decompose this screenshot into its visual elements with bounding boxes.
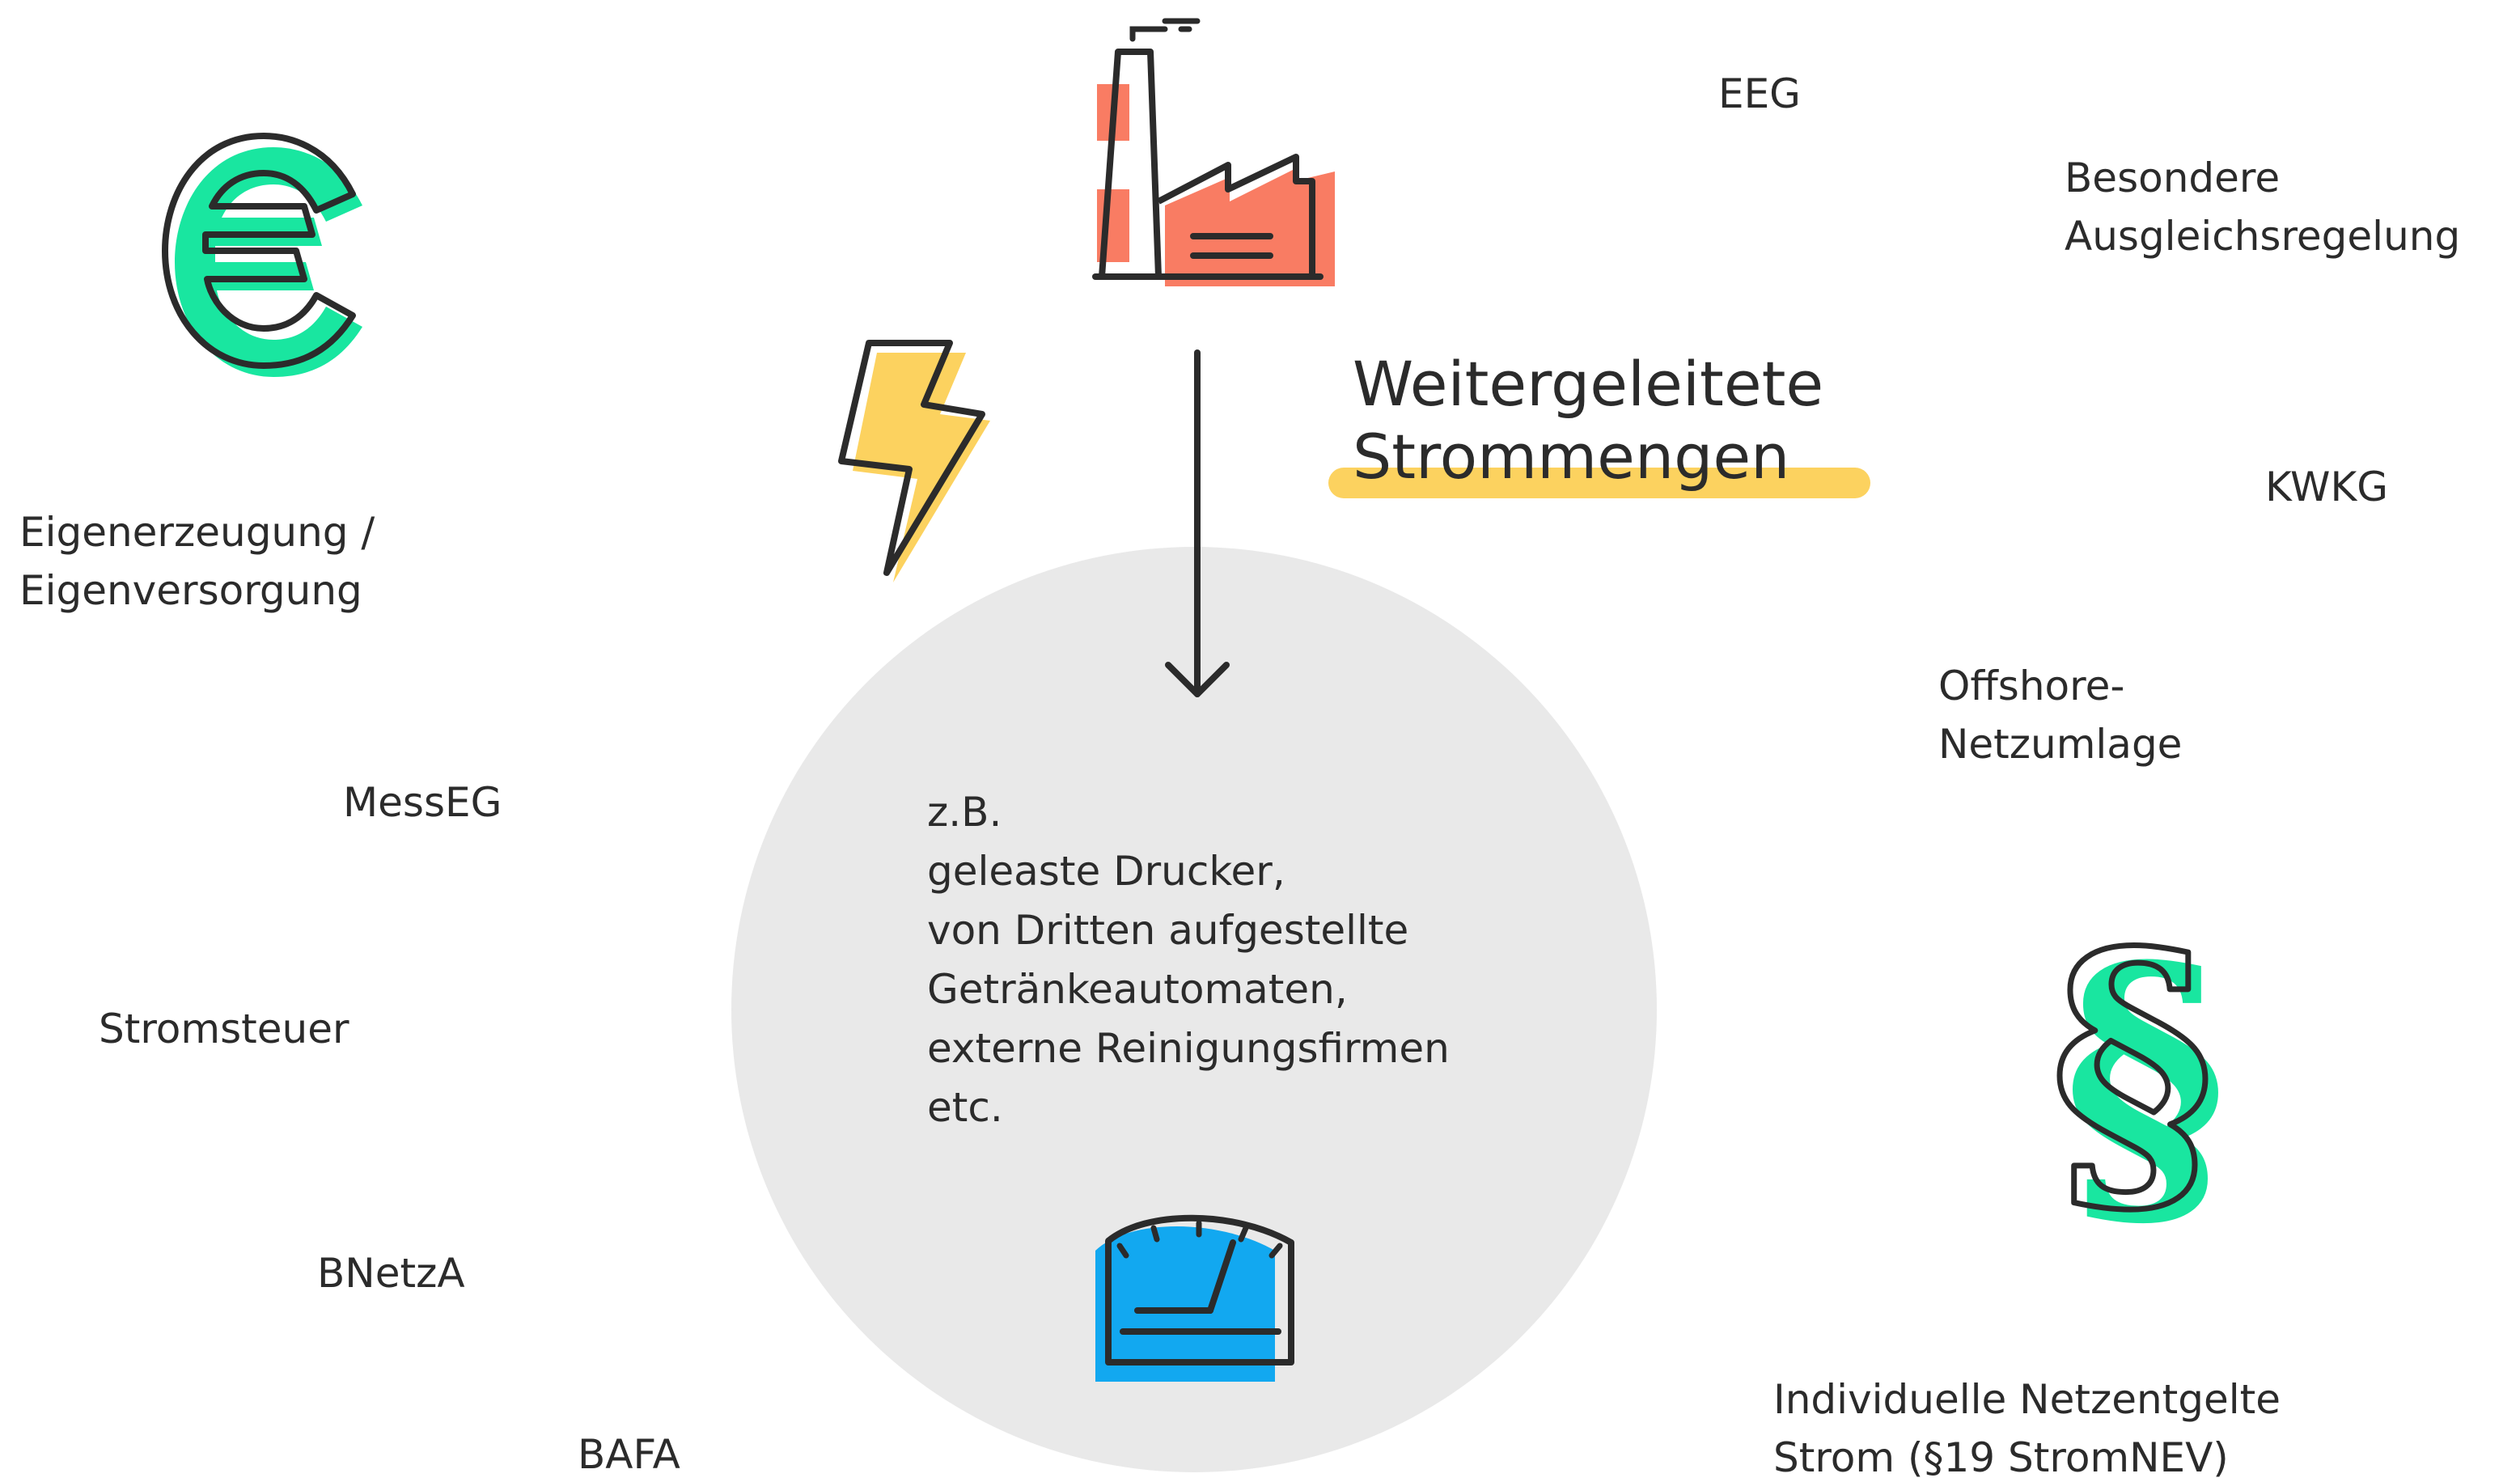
- label-bnetza: BNetzA: [317, 1244, 465, 1302]
- label-offshore-line-1: Offshore-: [1938, 663, 2125, 709]
- label-besondere-ausgleichsregelung: Besondere Ausgleichsregelung: [2065, 149, 2460, 265]
- label-stromsteuer-text: Stromsteuer: [99, 1006, 349, 1052]
- circle-examples-text: z.B. geleaste Drucker, von Dritten aufge…: [927, 783, 1450, 1137]
- label-stromsteuer: Stromsteuer: [99, 1000, 349, 1058]
- circle-text-line-2: geleaste Drucker,: [927, 848, 1285, 895]
- label-netzentgelte-line-2: Strom (§19 StromNEV): [1773, 1434, 2229, 1481]
- label-bafa: BAFA: [578, 1425, 680, 1482]
- label-bafa-text: BAFA: [578, 1431, 680, 1478]
- factory-icon: [1092, 18, 1335, 286]
- euro-icon: [162, 133, 362, 377]
- label-besondere-line-2: Ausgleichsregelung: [2065, 213, 2461, 260]
- label-eeg: EEG: [1718, 65, 1801, 123]
- label-offshore-line-2: Netzumlage: [1938, 721, 2183, 768]
- label-bnetza-text: BNetzA: [317, 1250, 465, 1297]
- label-offshore-netzumlage: Offshore- Netzumlage: [1938, 657, 2182, 773]
- meter-icon: [1095, 1214, 1294, 1382]
- diagram-title: Weitergeleitete Strommengen: [1353, 348, 1823, 493]
- title-line-1: Weitergeleitete: [1353, 348, 1824, 420]
- label-messeg: MessEG: [343, 773, 502, 832]
- label-eigen-line-1: Eigenerzeugung /: [19, 509, 375, 556]
- arrow-down-icon: [1165, 349, 1230, 697]
- label-kwkg: KWKG: [2265, 458, 2388, 516]
- label-eeg-text: EEG: [1718, 70, 1801, 117]
- title-highlight: [1328, 468, 1870, 498]
- label-messeg-text: MessEG: [343, 779, 502, 826]
- svg-text:§: §: [2063, 897, 2228, 1268]
- circle-text-line-5: externe Reinigungsfirmen: [927, 1025, 1450, 1072]
- paragraph-icon: § §: [2048, 881, 2228, 1268]
- circle-text-line-4: Getränkeautomaten,: [927, 966, 1348, 1013]
- label-eigen-line-2: Eigenversorgung: [19, 567, 362, 614]
- lightning-icon: [838, 340, 990, 582]
- label-individuelle-netzentgelte: Individuelle Netzentgelte Strom (§19 Str…: [1773, 1370, 2281, 1482]
- svg-text:§: §: [2050, 883, 2215, 1254]
- label-kwkg-text: KWKG: [2265, 464, 2388, 510]
- label-eigenerzeugung: Eigenerzeugung / Eigenversorgung: [19, 503, 375, 620]
- title-line-2: Strommengen: [1353, 421, 1790, 493]
- circle-text-line-1: z.B.: [927, 789, 1002, 836]
- label-besondere-line-1: Besondere: [2065, 155, 2281, 201]
- circle-text-line-3: von Dritten aufgestellte: [927, 907, 1409, 954]
- label-netzentgelte-line-1: Individuelle Netzentgelte: [1773, 1376, 2281, 1423]
- circle-text-line-6: etc.: [927, 1084, 1003, 1131]
